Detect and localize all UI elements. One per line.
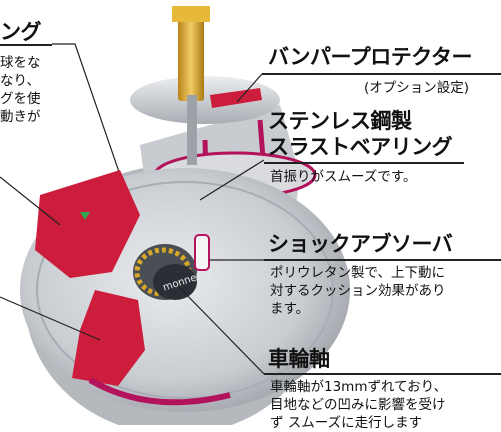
hub-cap (153, 264, 197, 300)
shock-title: ショックアブソーバ (268, 232, 453, 256)
leader-line-left-low (0, 296, 101, 341)
leader-line-bearing (199, 159, 265, 201)
leader-line-bumper (236, 73, 263, 103)
shock-absorber (194, 234, 210, 271)
axle-line-1: 車輪軸が13mmずれており、 (270, 379, 448, 395)
axle-title: 車輪軸 (268, 347, 330, 371)
axle-rule (264, 373, 501, 375)
bearing-title-line1: ステンレス鋼製 (268, 109, 412, 133)
stem-rod (187, 95, 197, 165)
bearing-rule (264, 162, 464, 164)
bumper-rule (262, 73, 501, 75)
leader-line-axle (179, 287, 265, 375)
shock-line-1: ポリウレタン製で、上下動に (270, 265, 445, 281)
top-left-line-2: なり、 (0, 73, 40, 89)
shock-rule (264, 259, 501, 261)
top-left-title: ング (0, 20, 42, 44)
wheel-tread-inner (36, 181, 334, 399)
bearing-title-line2: スラストベアリング (268, 135, 453, 159)
top-left-line-1: 球をな (0, 55, 41, 71)
top-left-rule (0, 44, 52, 46)
stem-bolt (178, 6, 204, 101)
top-left-line-3: グを使 (0, 91, 41, 107)
green-indicator (80, 212, 90, 220)
magenta-rim-cut (88, 377, 231, 406)
shock-line-3: ます。 (270, 301, 310, 317)
shock-line-2: 対するクッション効果があり (270, 283, 446, 299)
bumper-note: (オプション設定) (364, 80, 470, 96)
bumper-title: バンパープロテクター (268, 45, 472, 69)
bearing-desc: 首振りがスムーズです。 (270, 169, 417, 185)
axle-line-2: 目地などの凹みに影響を受け (270, 397, 446, 413)
bumper-protector (130, 76, 280, 124)
bumper-top-red (210, 88, 262, 108)
stem-nut (172, 6, 210, 22)
leader-line-left-mid (0, 176, 61, 226)
axle-line-3: ず スムーズに走行します (270, 415, 423, 431)
top-left-line-4: 動きが (0, 109, 41, 125)
red-brake-lower (72, 290, 145, 386)
red-brake-arm (35, 170, 140, 278)
